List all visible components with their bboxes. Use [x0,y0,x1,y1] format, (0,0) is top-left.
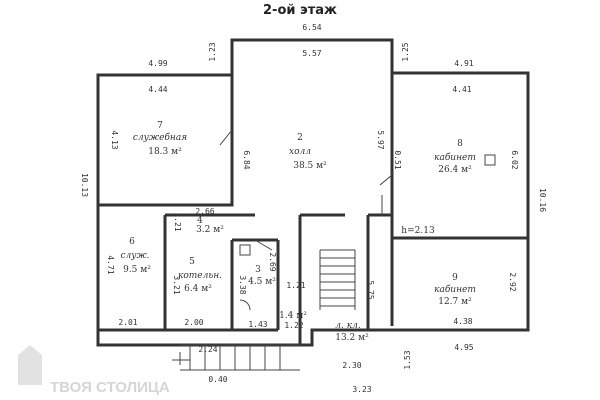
svg-text:1.25: 1.25 [401,42,410,61]
svg-text:6.4 м²: 6.4 м² [184,284,212,294]
svg-text:кабинет: кабинет [434,284,476,295]
room-3: 3 4.5 м² [248,265,276,287]
svg-text:4.41: 4.41 [452,85,471,94]
svg-text:1.22: 1.22 [284,321,303,330]
svg-text:1.53: 1.53 [403,350,412,369]
svg-text:4.95: 4.95 [454,343,473,352]
svg-text:служ.: служ. [120,251,149,261]
ceiling-height-note: h=2.13 [401,226,435,236]
svg-text:5.57: 5.57 [302,49,321,58]
svg-text:служебная: служебная [133,132,187,143]
svg-text:13.2 м²: 13.2 м² [335,333,369,343]
svg-text:4: 4 [197,216,203,226]
svg-text:2.30: 2.30 [342,361,361,370]
svg-text:9: 9 [452,273,458,283]
svg-text:6.84: 6.84 [242,150,251,169]
svg-text:5: 5 [189,257,195,267]
svg-text:4.13: 4.13 [110,130,119,149]
svg-text:2.00: 2.00 [184,318,203,327]
dimension-labels: 6.54 5.57 1.23 1.25 4.99 4.44 4.91 4.41 … [80,23,547,394]
svg-text:2.24: 2.24 [198,345,217,354]
svg-text:6.54: 6.54 [302,23,321,32]
svg-text:3: 3 [255,265,261,275]
svg-text:7: 7 [157,121,163,131]
svg-text:2.69: 2.69 [268,252,277,271]
boiler-icon [239,244,251,256]
svg-text:ТВОЯ СТОЛИЦА: ТВОЯ СТОЛИЦА [50,379,170,396]
svg-text:4.38: 4.38 [453,317,472,326]
staircase [172,249,356,371]
room-4: 4 3.2 м² [196,216,224,235]
room-8: 8 кабинет 26.4 м² [434,139,476,175]
svg-text:3.23: 3.23 [352,385,371,394]
svg-text:4.5 м²: 4.5 м² [248,277,276,287]
svg-text:12.7 м²: 12.7 м² [438,297,472,307]
svg-text:кабинет: кабинет [434,152,476,163]
svg-text:4.71: 4.71 [106,255,115,274]
building-logo-icon [18,345,42,385]
vent-icon [484,154,496,166]
svg-text:л. кл.: л. кл. [335,321,361,331]
small-room: 1.4 м² [279,311,307,321]
svg-text:10.13: 10.13 [80,173,89,197]
svg-text:2.66: 2.66 [195,207,214,216]
room-5: 5 котельн. 6.4 м² [178,257,222,294]
stairwell-room: л. кл. 13.2 м² [335,321,369,343]
svg-text:2.92: 2.92 [508,272,517,291]
svg-text:9.5 м²: 9.5 м² [123,265,151,275]
room-6: 6 служ. 9.5 м² [120,237,151,275]
door-arcs [219,129,393,311]
room-7: 7 служебная 18.3 м² [133,121,187,157]
svg-text:холл: холл [289,147,311,157]
svg-text:5.75: 5.75 [366,280,375,299]
svg-text:8: 8 [457,139,463,149]
svg-text:2.01: 2.01 [118,318,137,327]
svg-text:4.99: 4.99 [148,59,167,68]
svg-text:26.4 м²: 26.4 м² [438,165,472,175]
svg-text:0.51: 0.51 [393,150,402,169]
svg-text:10.16: 10.16 [538,188,547,212]
svg-text:18.3 м²: 18.3 м² [148,147,182,157]
svg-text:6.02: 6.02 [510,150,519,169]
svg-text:38.5 м²: 38.5 м² [293,161,327,171]
svg-text:4.44: 4.44 [148,85,167,94]
svg-text:2: 2 [297,133,303,143]
svg-text:1.23: 1.23 [208,42,217,61]
svg-text:1.43: 1.43 [248,320,267,329]
svg-text:3.2 м²: 3.2 м² [196,225,224,235]
svg-text:4.91: 4.91 [454,59,473,68]
svg-text:6: 6 [129,237,135,247]
room-2: 2 холл 38.5 м² [289,133,327,171]
room-9: 9 кабинет 12.7 м² [434,273,476,307]
page-title: 2-ой этаж [263,3,337,18]
svg-text:3.38: 3.38 [238,275,247,294]
svg-text:1.21: 1.21 [286,281,305,290]
svg-text:0.40: 0.40 [208,375,227,384]
svg-text:1.4 м²: 1.4 м² [279,311,307,321]
svg-text:3.21: 3.21 [172,275,181,294]
svg-text:1.21: 1.21 [173,212,182,231]
watermark: ТВОЯ СТОЛИЦА [18,345,170,396]
svg-text:котельн.: котельн. [178,271,222,281]
svg-text:5.97: 5.97 [376,130,385,149]
